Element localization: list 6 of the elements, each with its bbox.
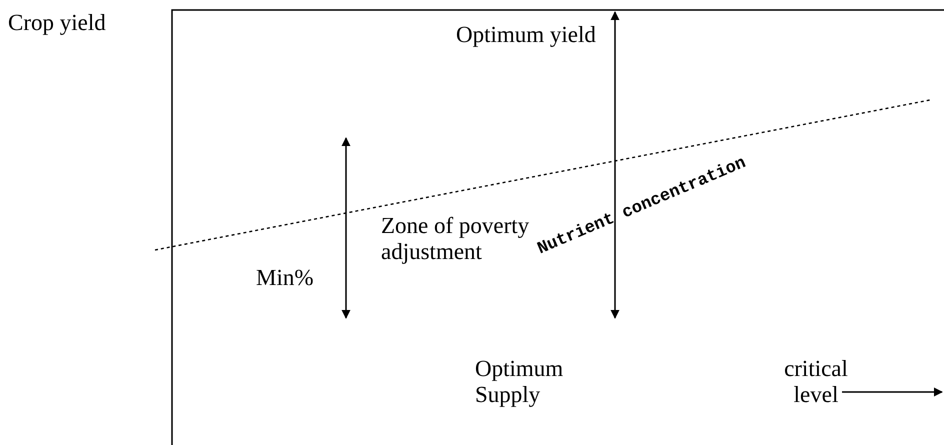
zone-label: Zone of poverty adjustment xyxy=(381,213,530,265)
axis-label: Crop yield xyxy=(8,10,106,36)
threshold-label: critical level xyxy=(783,356,849,408)
point-label: Optimum Supply xyxy=(475,356,564,408)
chart-label: Optimum yield xyxy=(456,22,596,48)
range-label: Min% xyxy=(256,265,314,291)
